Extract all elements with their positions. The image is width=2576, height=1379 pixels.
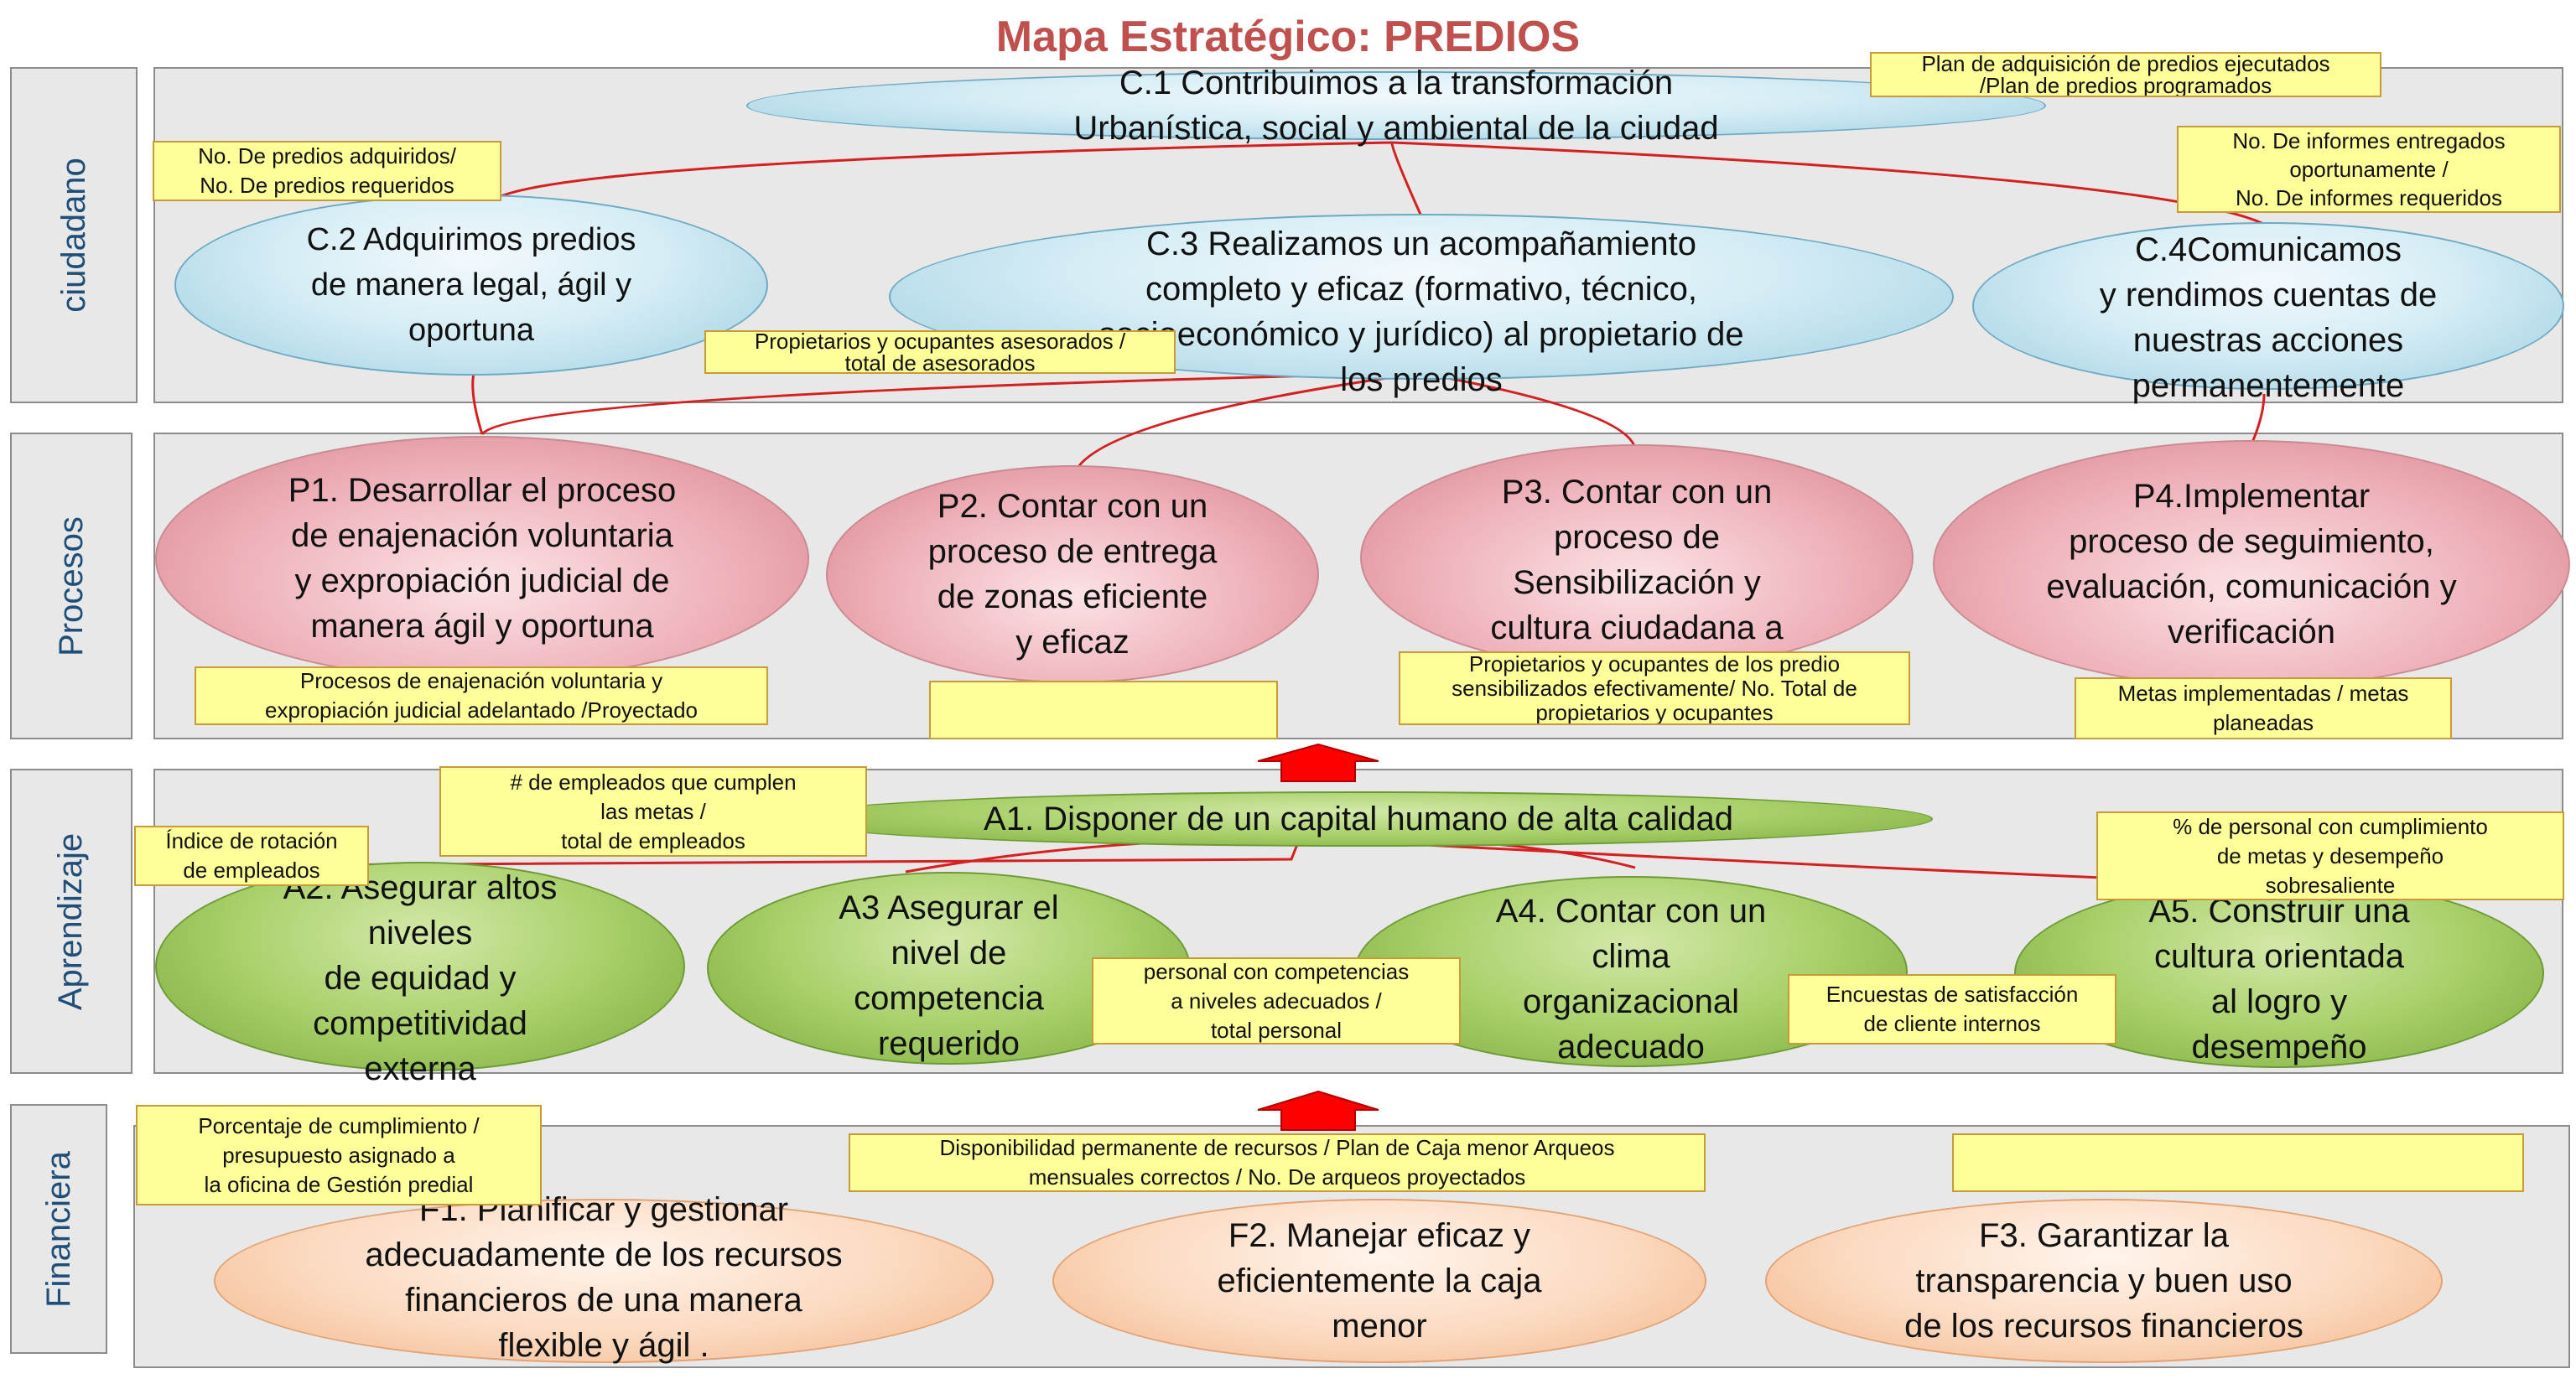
objective-f1[interactable]: F1. Planificar y gestionar adecuadamente… bbox=[214, 1191, 994, 1364]
indicator-p1: Procesos de enajenación voluntaria y exp… bbox=[195, 666, 768, 725]
objective-p4[interactable]: P4.Implementar proceso de seguimiento, e… bbox=[1933, 440, 2570, 688]
objective-p1-text: P1. Desarrollar el proceso de enajenació… bbox=[288, 472, 677, 645]
indicator-a3-text: personal con competencias a niveles adec… bbox=[1143, 958, 1410, 1043]
indicator-c1-text: Plan de adquisición de predios ejecutado… bbox=[1921, 52, 2330, 97]
link-p1-c2 bbox=[471, 372, 484, 435]
link-p1-c3 bbox=[480, 371, 1422, 435]
objective-p2[interactable]: P2. Contar con un proceso de entrega de … bbox=[826, 465, 1319, 683]
objective-f2[interactable]: F2. Manejar eficaz y eficientemente la c… bbox=[1052, 1199, 1706, 1363]
perspective-label-procesos: Procesos bbox=[10, 433, 132, 739]
link-p3-c3 bbox=[1420, 371, 1637, 449]
indicator-c4: No. De informes entregados oportunamente… bbox=[2177, 126, 2561, 213]
indicator-c3-text: Propietarios y ocupantes asesorados / to… bbox=[754, 330, 1126, 374]
objective-a1[interactable]: A1. Disponer de un capital humano de alt… bbox=[784, 791, 1933, 847]
objective-f3-text: F3. Garantizar la transparencia y buen u… bbox=[1904, 1217, 2303, 1345]
indicator-a5: % de personal con cumplimiento de metas … bbox=[2096, 811, 2564, 900]
indicator-a4: Encuestas de satisfacción de cliente int… bbox=[1788, 974, 2116, 1045]
objective-a1-text: A1. Disponer de un capital humano de alt… bbox=[984, 801, 1733, 837]
objective-a4-text: A4. Contar con un clima organizacional a… bbox=[1495, 893, 1767, 1065]
objective-a2-text: A2. Asegurar altos niveles de equidad y … bbox=[283, 869, 558, 1087]
indicator-f1-text: Porcentaje de cumplimiento / presupuesto… bbox=[198, 1112, 480, 1197]
objective-c3-text: C.3 Realizamos un acompañamiento complet… bbox=[1098, 226, 1744, 398]
indicator-a3: personal con competencias a niveles adec… bbox=[1092, 957, 1461, 1045]
objective-f2-text: F2. Manejar eficaz y eficientemente la c… bbox=[1217, 1217, 1542, 1345]
indicator-c2-text: No. De predios adquiridos/ No. De predio… bbox=[198, 143, 456, 198]
objective-p2-text: P2. Contar con un proceso de entrega de … bbox=[927, 488, 1218, 661]
link-c2-c1 bbox=[498, 141, 1393, 199]
indicator-c4-text: No. De informes entregados oportunamente… bbox=[2232, 128, 2506, 210]
objective-f3[interactable]: F3. Garantizar la transparencia y buen u… bbox=[1765, 1199, 2443, 1363]
indicator-p4: Metas implementadas / metas planeadas bbox=[2075, 677, 2452, 739]
objective-p1[interactable]: P1. Desarrollar el proceso de enajenació… bbox=[155, 436, 809, 681]
objective-a2[interactable]: A2. Asegurar altos niveles de equidad y … bbox=[155, 862, 685, 1087]
perspective-label-ciudadano: ciudadano bbox=[10, 67, 138, 403]
indicator-p3: Propietarios y ocupantes de los predio s… bbox=[1399, 651, 1910, 725]
indicator-p3-text: Propietarios y ocupantes de los predio s… bbox=[1452, 651, 1857, 725]
objective-a5-text: A5. Construir una cultura orientada al l… bbox=[2148, 893, 2410, 1065]
objective-p4-text: P4.Implementar proceso de seguimiento, e… bbox=[2046, 478, 2457, 651]
arrow-up-financiera-to-aprendizaje bbox=[1257, 1090, 1379, 1131]
objective-c2[interactable]: C.2 Adquirimos predios de manera legal, … bbox=[174, 194, 768, 376]
indicator-p4-text: Metas implementadas / metas planeadas bbox=[2117, 681, 2409, 735]
objective-c1[interactable]: C.1 Contribuimos a la transformación Urb… bbox=[746, 65, 2046, 147]
indicator-p2 bbox=[929, 681, 1278, 739]
indicator-a5-text: % de personal con cumplimiento de metas … bbox=[2173, 813, 2488, 898]
indicator-a2-text: Índice de rotación de empleados bbox=[165, 828, 338, 883]
perspective-label-aprendizaje: Aprendizaje bbox=[10, 769, 132, 1074]
objective-c4[interactable]: C.4Comunicamos y rendimos cuentas de nue… bbox=[1972, 222, 2564, 404]
indicator-a1: # de empleados que cumplen las metas / t… bbox=[439, 766, 867, 857]
indicator-p1-text: Procesos de enajenación voluntaria y exp… bbox=[264, 668, 698, 723]
indicator-c3: Propietarios y ocupantes asesorados / to… bbox=[704, 330, 1176, 374]
objective-c4-text: C.4Comunicamos y rendimos cuentas de nue… bbox=[2099, 231, 2438, 404]
perspective-label-financiera: Financiera bbox=[10, 1104, 107, 1354]
objective-c1-text: C.1 Contribuimos a la transformación Urb… bbox=[1073, 65, 1719, 147]
indicator-a1-text: # de empleados que cumplen las metas / t… bbox=[510, 769, 797, 853]
indicator-f2-text: Disponibilidad permanente de recursos / … bbox=[939, 1135, 1615, 1190]
objective-a3-text: A3 Asegurar el nivel de competencia requ… bbox=[839, 889, 1059, 1062]
map-title: Mapa Estratégico: PREDIOS bbox=[995, 13, 1581, 61]
link-p2-c3 bbox=[1072, 371, 1422, 477]
indicator-c2: No. De predios adquiridos/ No. De predio… bbox=[153, 141, 501, 201]
indicator-c1: Plan de adquisición de predios ejecutado… bbox=[1870, 52, 2381, 97]
indicator-f1: Porcentaje de cumplimiento / presupuesto… bbox=[136, 1105, 542, 1205]
objective-p3[interactable]: P3. Contar con un proceso de Sensibiliza… bbox=[1360, 444, 1914, 671]
arrow-up-aprendizaje-to-procesos bbox=[1257, 743, 1379, 782]
indicator-f2: Disponibilidad permanente de recursos / … bbox=[849, 1133, 1706, 1192]
indicator-f3 bbox=[1952, 1133, 2524, 1192]
indicator-a4-text: Encuestas de satisfacción de cliente int… bbox=[1826, 982, 2079, 1036]
objective-p3-text: P3. Contar con un proceso de Sensibiliza… bbox=[1490, 474, 1784, 669]
indicator-a2: Índice de rotación de empleados bbox=[134, 826, 369, 886]
objective-c2-text: C.2 Adquirimos predios de manera legal, … bbox=[306, 222, 636, 348]
link-c3-c1 bbox=[1390, 142, 1423, 217]
objective-f1-text: F1. Planificar y gestionar adecuadamente… bbox=[365, 1191, 843, 1364]
